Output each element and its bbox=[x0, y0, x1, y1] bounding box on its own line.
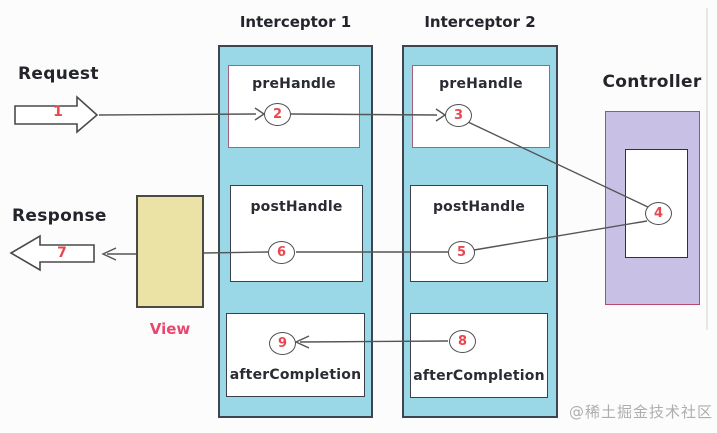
view-label: View bbox=[149, 320, 191, 338]
interceptor-2-posthandle-box: postHandle bbox=[410, 185, 548, 282]
interceptor-1-prehandle-box: preHandle bbox=[228, 65, 360, 148]
step-circle-8: 8 bbox=[449, 330, 476, 353]
interceptor-2-prehandle-label: preHandle bbox=[439, 76, 523, 92]
interceptor-1-posthandle-label: postHandle bbox=[250, 199, 343, 215]
interceptor-2-title: Interceptor 2 bbox=[424, 13, 536, 31]
controller-title: Controller bbox=[602, 72, 702, 92]
watermark: @稀土掘金技术社区 bbox=[568, 403, 713, 421]
step-circle-9: 9 bbox=[269, 332, 296, 355]
step-circle-5: 5 bbox=[448, 241, 475, 264]
interceptor-1-aftercompletion-label: afterCompletion bbox=[229, 367, 362, 383]
response-label: Response bbox=[12, 206, 107, 226]
interceptor-1-prehandle-label: preHandle bbox=[252, 76, 336, 92]
interceptor-1-posthandle-box: postHandle bbox=[230, 185, 363, 282]
interceptor-1-aftercompletion-box: afterCompletion bbox=[226, 313, 365, 397]
interceptor-2-posthandle-label: postHandle bbox=[432, 199, 526, 215]
interceptor-2-aftercompletion-label: afterCompletion bbox=[413, 368, 545, 384]
request-step-number: 1 bbox=[53, 104, 63, 120]
interceptor-1-title: Interceptor 1 bbox=[239, 13, 352, 31]
interceptor-2-prehandle-box: preHandle bbox=[412, 65, 550, 148]
interceptor-2-aftercompletion-box: afterCompletion bbox=[410, 313, 548, 398]
arrowhead-into-response bbox=[101, 247, 117, 261]
step-circle-4: 4 bbox=[645, 202, 672, 225]
view-box bbox=[136, 195, 204, 308]
step-circle-3: 3 bbox=[445, 104, 472, 127]
response-step-number: 7 bbox=[57, 245, 67, 261]
step-circle-6: 6 bbox=[268, 241, 295, 264]
request-label: Request bbox=[18, 64, 99, 84]
step-circle-2: 2 bbox=[264, 103, 291, 126]
